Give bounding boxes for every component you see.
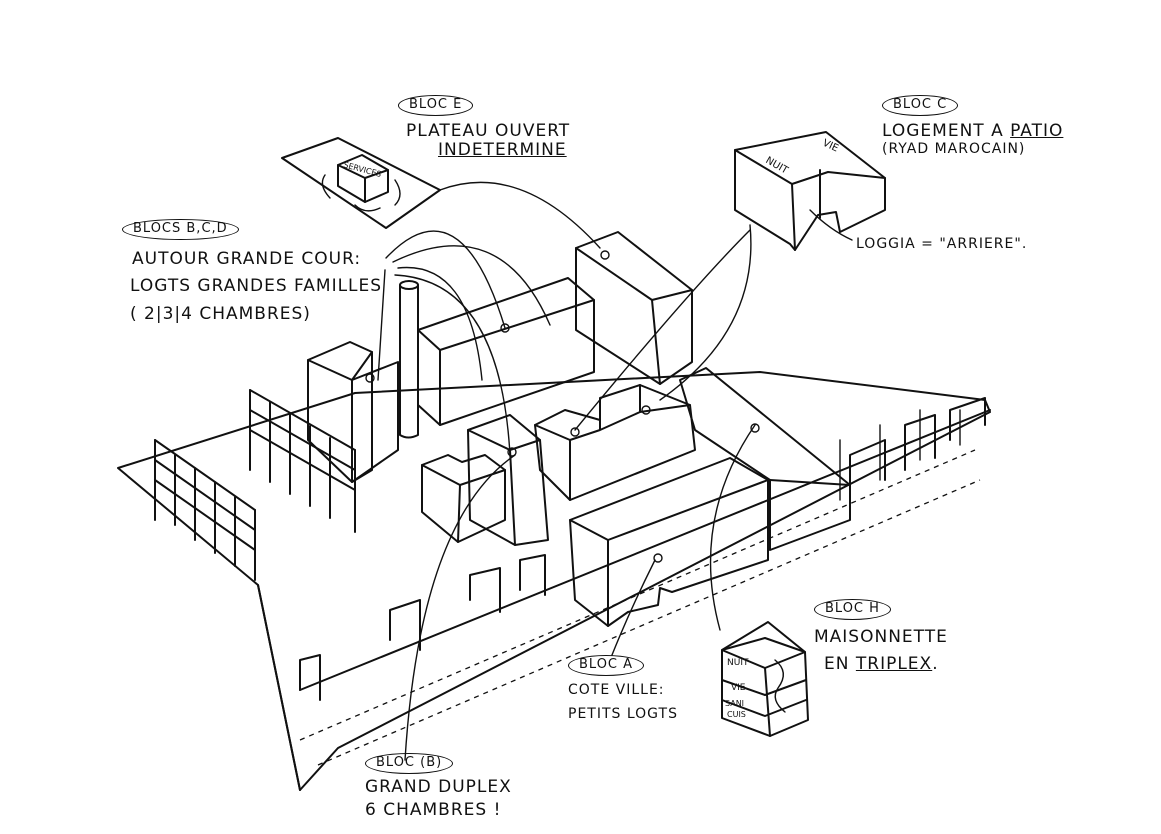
label-loggia: LOGGIA = "ARRIERE". — [856, 236, 1027, 252]
bloc-h-line-2-emph: TRIPLEX — [855, 654, 933, 675]
bloc-c-line-1: LOGEMENT A PATIO — [882, 120, 1064, 142]
bloc-b-line-2: 6 CHAMBRES ! — [365, 800, 502, 821]
bloc-b-line-1: GRAND DUPLEX — [365, 776, 512, 797]
bloc-h-line-1: MAISONNETTE — [814, 626, 948, 647]
pergola-structure — [154, 389, 356, 581]
bloc-e-tower — [575, 231, 693, 385]
bloc-e-line-1: PLATEAU OUVERT — [406, 120, 571, 141]
bloc-c-patio-house: NUIT VIE — [734, 131, 886, 251]
blocs-bcd-line-3: ( 2|3|4 CHAMBRES) — [130, 304, 311, 325]
bloc-c-line-2: (RYAD MAROCAIN) — [882, 141, 1026, 158]
site-ground — [117, 371, 991, 791]
triplex-nuit-text: NUIT — [727, 658, 749, 668]
patio-nuit-text: NUIT — [764, 155, 791, 177]
bloc-h-line-2-suffix: . — [932, 654, 939, 675]
bloc-a-line-2: PETITS LOGTS — [568, 706, 678, 723]
triplex-vie-text: VIE — [731, 683, 746, 693]
bloc-h-line-2-prefix: EN — [824, 654, 856, 675]
bloc-b-tower — [307, 341, 399, 483]
bloc-e-line-2: INDETERMINE — [438, 140, 567, 161]
label-blocs-bcd: BLOCS B,C,D AUTOUR GRANDE COUR: LOGTS GR… — [122, 218, 382, 325]
bloc-c-tag: BLOC C — [882, 95, 959, 116]
triplex-sani-text: SANI — [725, 699, 744, 708]
markers — [365, 250, 760, 563]
bloc-a-block — [569, 457, 769, 627]
bloc-b-duplex — [421, 454, 506, 543]
label-bloc-e: BLOC E PLATEAU OUVERT INDETERMINE — [398, 94, 570, 161]
blocs-bcd-line-1: AUTOUR GRANDE COUR: — [132, 248, 362, 269]
bloc-e-tag: BLOC E — [398, 95, 474, 116]
bloc-c-line-1-emph: PATIO — [1010, 120, 1064, 141]
leader-lines — [377, 181, 853, 761]
bloc-c-line-1-prefix: LOGEMENT A — [882, 120, 1011, 141]
bloc-a-tag: BLOC A — [568, 655, 645, 676]
label-bloc-c: BLOC C LOGEMENT A PATIO (RYAD MAROCAIN) — [882, 94, 1063, 158]
bloc-h-line-2: EN TRIPLEX. — [824, 655, 948, 675]
label-bloc-b: BLOC (B) GRAND DUPLEX 6 CHAMBRES ! — [365, 752, 512, 821]
blocs-bcd-line-2: LOGTS GRANDES FAMILLES — [130, 276, 383, 297]
bloc-d-stepped — [534, 384, 696, 501]
label-bloc-a: BLOC A COTE VILLE: PETITS LOGTS — [568, 654, 678, 722]
bloc-h-block — [679, 367, 851, 551]
triplex-cuis-text: CUIS — [727, 710, 746, 719]
bloc-h-triplex-house: NUIT VIE SANI CUIS — [721, 621, 809, 737]
bloc-c-long-block — [417, 277, 595, 426]
chimney — [399, 280, 419, 439]
blocs-bcd-tag: BLOCS B,C,D — [122, 219, 239, 240]
label-bloc-h: BLOC H MAISONNETTE EN TRIPLEX. — [814, 598, 948, 675]
bloc-h-tag: BLOC H — [814, 599, 891, 620]
bloc-a-line-1: COTE VILLE: — [568, 681, 665, 698]
loggia-text: LOGGIA = "ARRIERE". — [856, 236, 1028, 252]
bloc-b-tag: BLOC (B) — [365, 753, 454, 774]
